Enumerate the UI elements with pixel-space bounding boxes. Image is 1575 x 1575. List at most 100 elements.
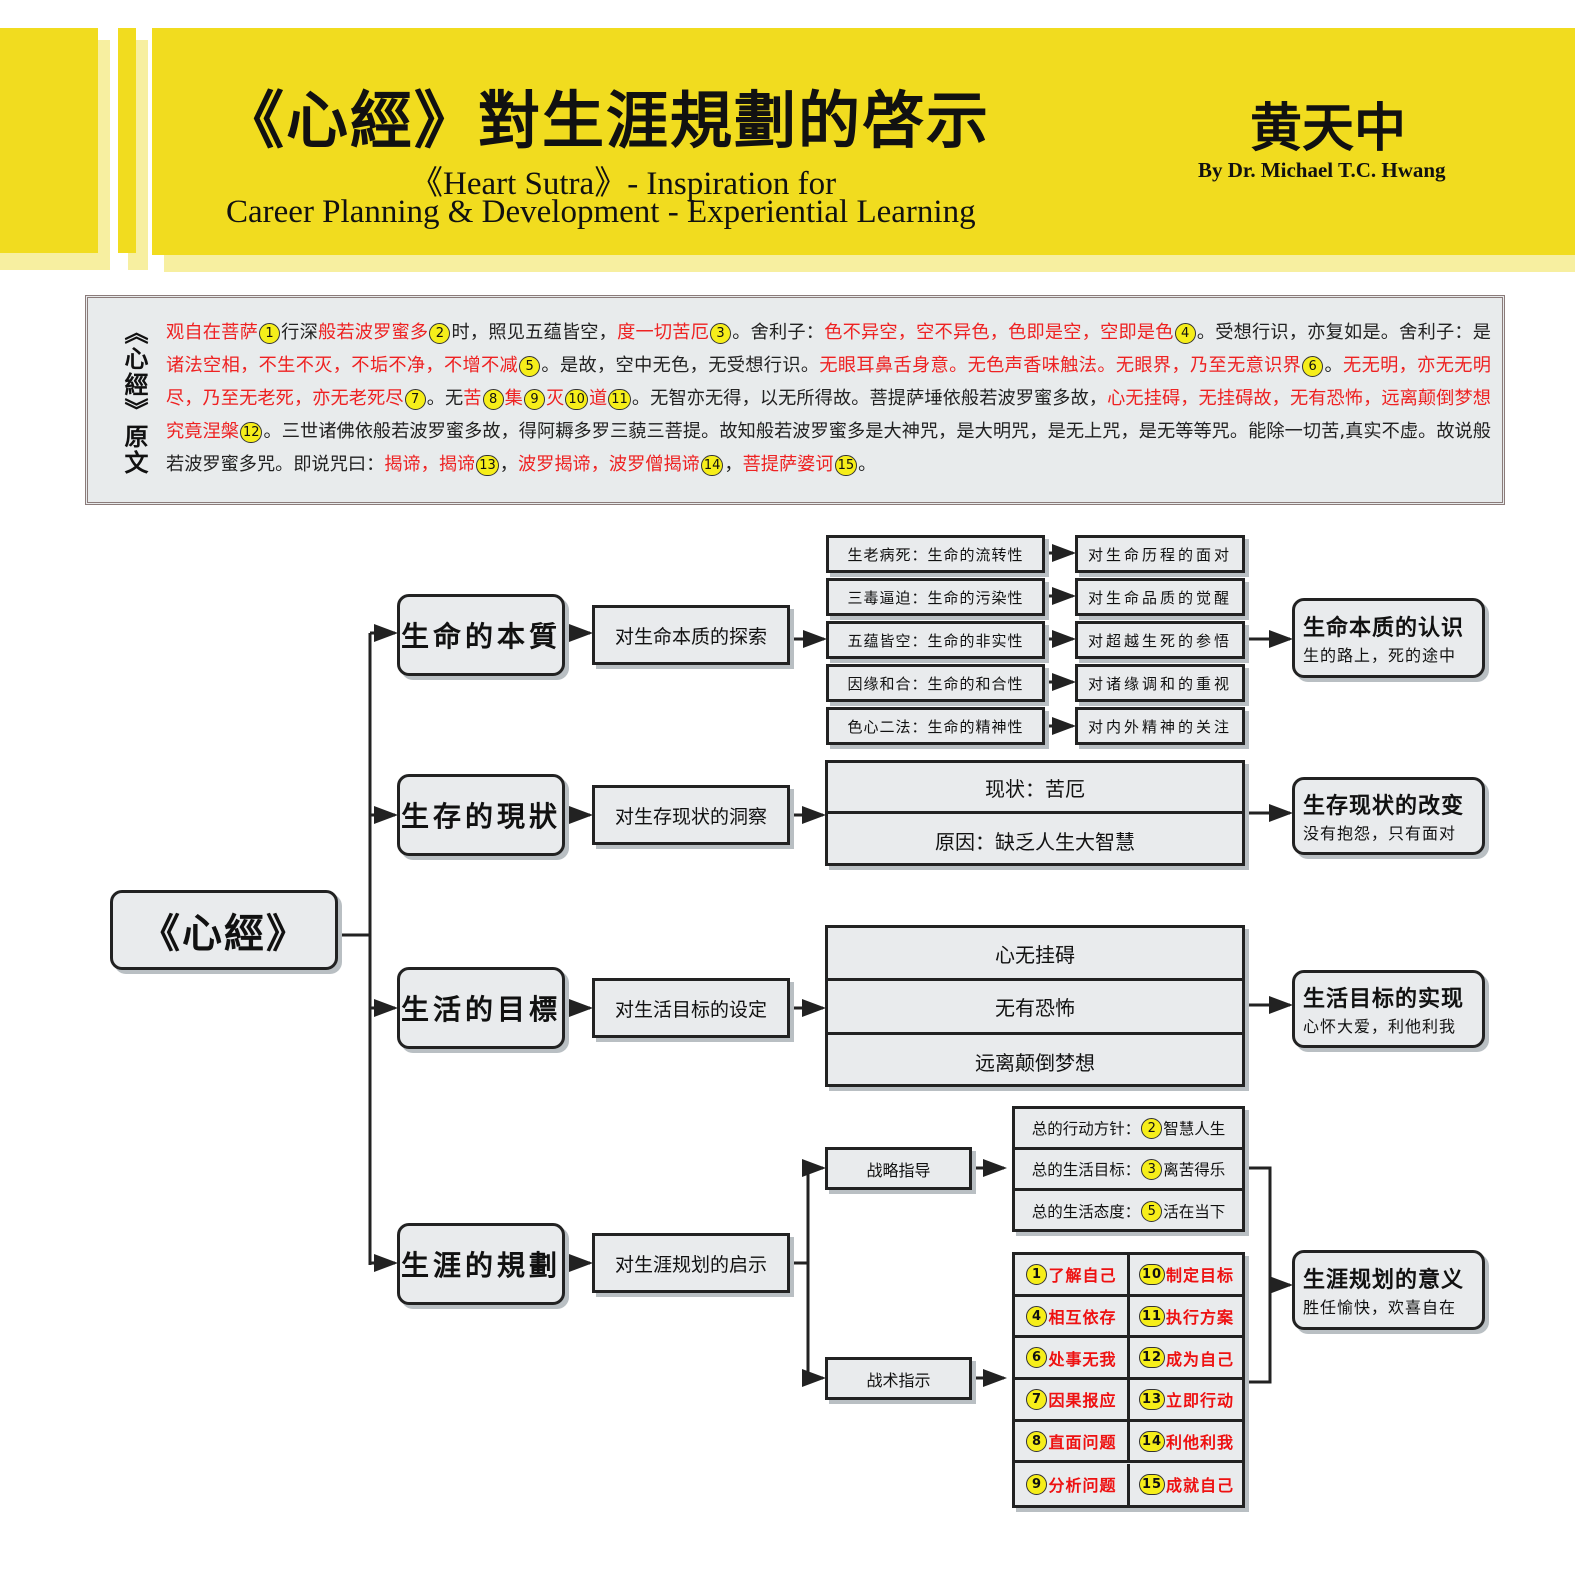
- sutra-phrase: ，: [724, 454, 743, 475]
- highlighted-phrase: 集: [504, 388, 523, 409]
- circled-number-badge: 6: [1302, 356, 1324, 377]
- response-box: 对生命品质的觉醒: [1075, 578, 1245, 616]
- sutra-phrase: 。是故，空中无色，无受想行识。: [541, 355, 820, 376]
- branch-life-goal-sub: 对生活目标的设定: [592, 978, 790, 1038]
- response-box: 对诸缘调和的重视: [1075, 664, 1245, 702]
- response-box: 对超越生死的参悟: [1075, 621, 1245, 659]
- goal-item: 心无挂碍: [828, 928, 1242, 981]
- goal-item: 无有恐怖: [828, 981, 1242, 1035]
- circled-number-badge: 10: [1138, 1263, 1166, 1285]
- result-survival: 生存现状的改变 没有抱怨，只有面对: [1292, 777, 1485, 855]
- tactic-label: 执行方案: [1166, 1308, 1235, 1328]
- strategy-label: 总的行动方针：: [1031, 1120, 1141, 1138]
- result-subtitle: 胜任愉快，欢喜自在: [1303, 1298, 1457, 1317]
- circled-number-badge: 6: [1026, 1347, 1048, 1369]
- response-box: 对内外精神的关注: [1075, 707, 1245, 745]
- strategy-value: 离苦得乐: [1163, 1161, 1226, 1179]
- survival-item: 现状：苦厄: [828, 763, 1242, 814]
- sutra-phrase: 。: [858, 454, 877, 475]
- strategy-value: 智慧人生: [1163, 1120, 1226, 1138]
- circled-number-badge: 14: [1138, 1430, 1166, 1452]
- circled-number-badge: 14: [700, 455, 724, 476]
- aspect-box: 五蕴皆空：生命的非实性: [826, 621, 1045, 659]
- circled-number-badge: 3: [710, 323, 732, 344]
- tactics-box: 战术指示: [825, 1357, 972, 1400]
- circled-number-badge: 8: [1026, 1430, 1048, 1452]
- branch-life-goal: 生活的目標: [397, 967, 565, 1049]
- sutra-phrase: ，: [499, 454, 518, 475]
- circled-number-badge: 7: [404, 389, 426, 410]
- branch-survival-status-sub: 对生存现状的洞察: [592, 785, 790, 845]
- sutra-phrase: 时，照见五蕴皆空，: [451, 322, 618, 343]
- sutra-phrase: 。无智亦无得，以无所得故。菩提萨埵依般若波罗蜜多故，: [631, 388, 1108, 409]
- result-career-planning: 生涯规划的意义 胜任愉快，欢喜自在: [1292, 1250, 1485, 1330]
- sutra-phrase: 。三世诸佛依般若波罗蜜多故，得阿耨多罗三藐三菩提。故知般若波罗蜜多是大神咒，是大…: [166, 421, 1491, 475]
- goal-item: 远离颠倒梦想: [975, 1050, 1095, 1075]
- circled-number-badge: 8: [482, 389, 504, 410]
- circled-number-badge: 5: [519, 356, 541, 377]
- circled-number-badge: 11: [1138, 1305, 1166, 1327]
- tactic-label: 成就自己: [1166, 1476, 1235, 1496]
- tactic-label: 了解自己: [1048, 1266, 1117, 1286]
- circled-number-badge: 11: [608, 389, 631, 410]
- circled-number-badge: 2: [429, 323, 451, 344]
- result-title: 生活目标的实现: [1303, 987, 1465, 1012]
- tactic-label: 分析问题: [1048, 1476, 1117, 1496]
- circled-number-badge: 9: [523, 389, 545, 410]
- highlighted-phrase: 揭谛，揭谛: [384, 454, 476, 475]
- banner-stripe: [0, 28, 98, 253]
- circled-number-badge: 12: [239, 422, 263, 443]
- header-banner: [152, 28, 1575, 255]
- aspect-box: 因缘和合：生命的和合性: [826, 664, 1045, 702]
- highlighted-phrase: 观自在菩萨: [166, 322, 258, 343]
- highlighted-phrase: 般若波罗蜜多: [317, 322, 429, 343]
- highlighted-phrase: 无眼耳鼻舌身意。无色声香味触法。无眼界，乃至无意识界: [819, 355, 1302, 376]
- circled-number-badge: 15: [834, 455, 858, 476]
- tactic-label: 立即行动: [1166, 1391, 1235, 1411]
- highlighted-phrase: 苦: [463, 388, 482, 409]
- aspect-box: 三毒逼迫：生命的污染性: [826, 578, 1045, 616]
- highlighted-phrase: 无无明，亦无无明尽，乃至无老死，亦无老死尽: [166, 355, 1491, 409]
- banner-stripe: [118, 28, 136, 253]
- result-subtitle: 心怀大爱，利他利我: [1303, 1017, 1457, 1036]
- result-life-nature: 生命本质的认识 生的路上，死的途中: [1292, 598, 1485, 678]
- circled-number-badge: 13: [476, 455, 499, 476]
- sutra-phrase: 。: [1324, 355, 1344, 376]
- sutra-phrase: 行深: [280, 322, 318, 343]
- circled-number-badge: 4: [1026, 1305, 1048, 1327]
- survival-item: 原因：缺乏人生大智慧: [935, 829, 1135, 854]
- tactic-label: 因果报应: [1048, 1391, 1117, 1411]
- branch-life-nature-sub: 对生命本质的探索: [592, 605, 790, 665]
- strategy-box: 战略指导: [825, 1147, 972, 1190]
- result-title: 生涯规划的意义: [1303, 1268, 1465, 1293]
- circled-number-badge: 2: [1141, 1117, 1163, 1139]
- circled-number-badge: 7: [1026, 1388, 1048, 1410]
- highlighted-phrase: 色不异空，空不异色，色即是空，空即是色: [824, 322, 1174, 343]
- result-title: 生命本质的认识: [1303, 616, 1465, 641]
- circled-number-badge: 12: [1138, 1347, 1166, 1369]
- result-subtitle: 生的路上，死的途中: [1303, 646, 1457, 665]
- circled-number-badge: 3: [1141, 1158, 1163, 1180]
- highlighted-phrase: 度一切苦厄: [617, 322, 710, 343]
- strategy-label: 总的生活目标：: [1031, 1161, 1141, 1179]
- page-title: 《心經》對生涯規劃的啓示: [222, 84, 991, 157]
- circled-number-badge: 4: [1174, 323, 1196, 344]
- circled-number-badge: 1: [258, 323, 280, 344]
- subtitle-line-2: Career Planning & Development - Experien…: [226, 194, 976, 230]
- author-name-en: By Dr. Michael T.C. Hwang: [1198, 158, 1446, 182]
